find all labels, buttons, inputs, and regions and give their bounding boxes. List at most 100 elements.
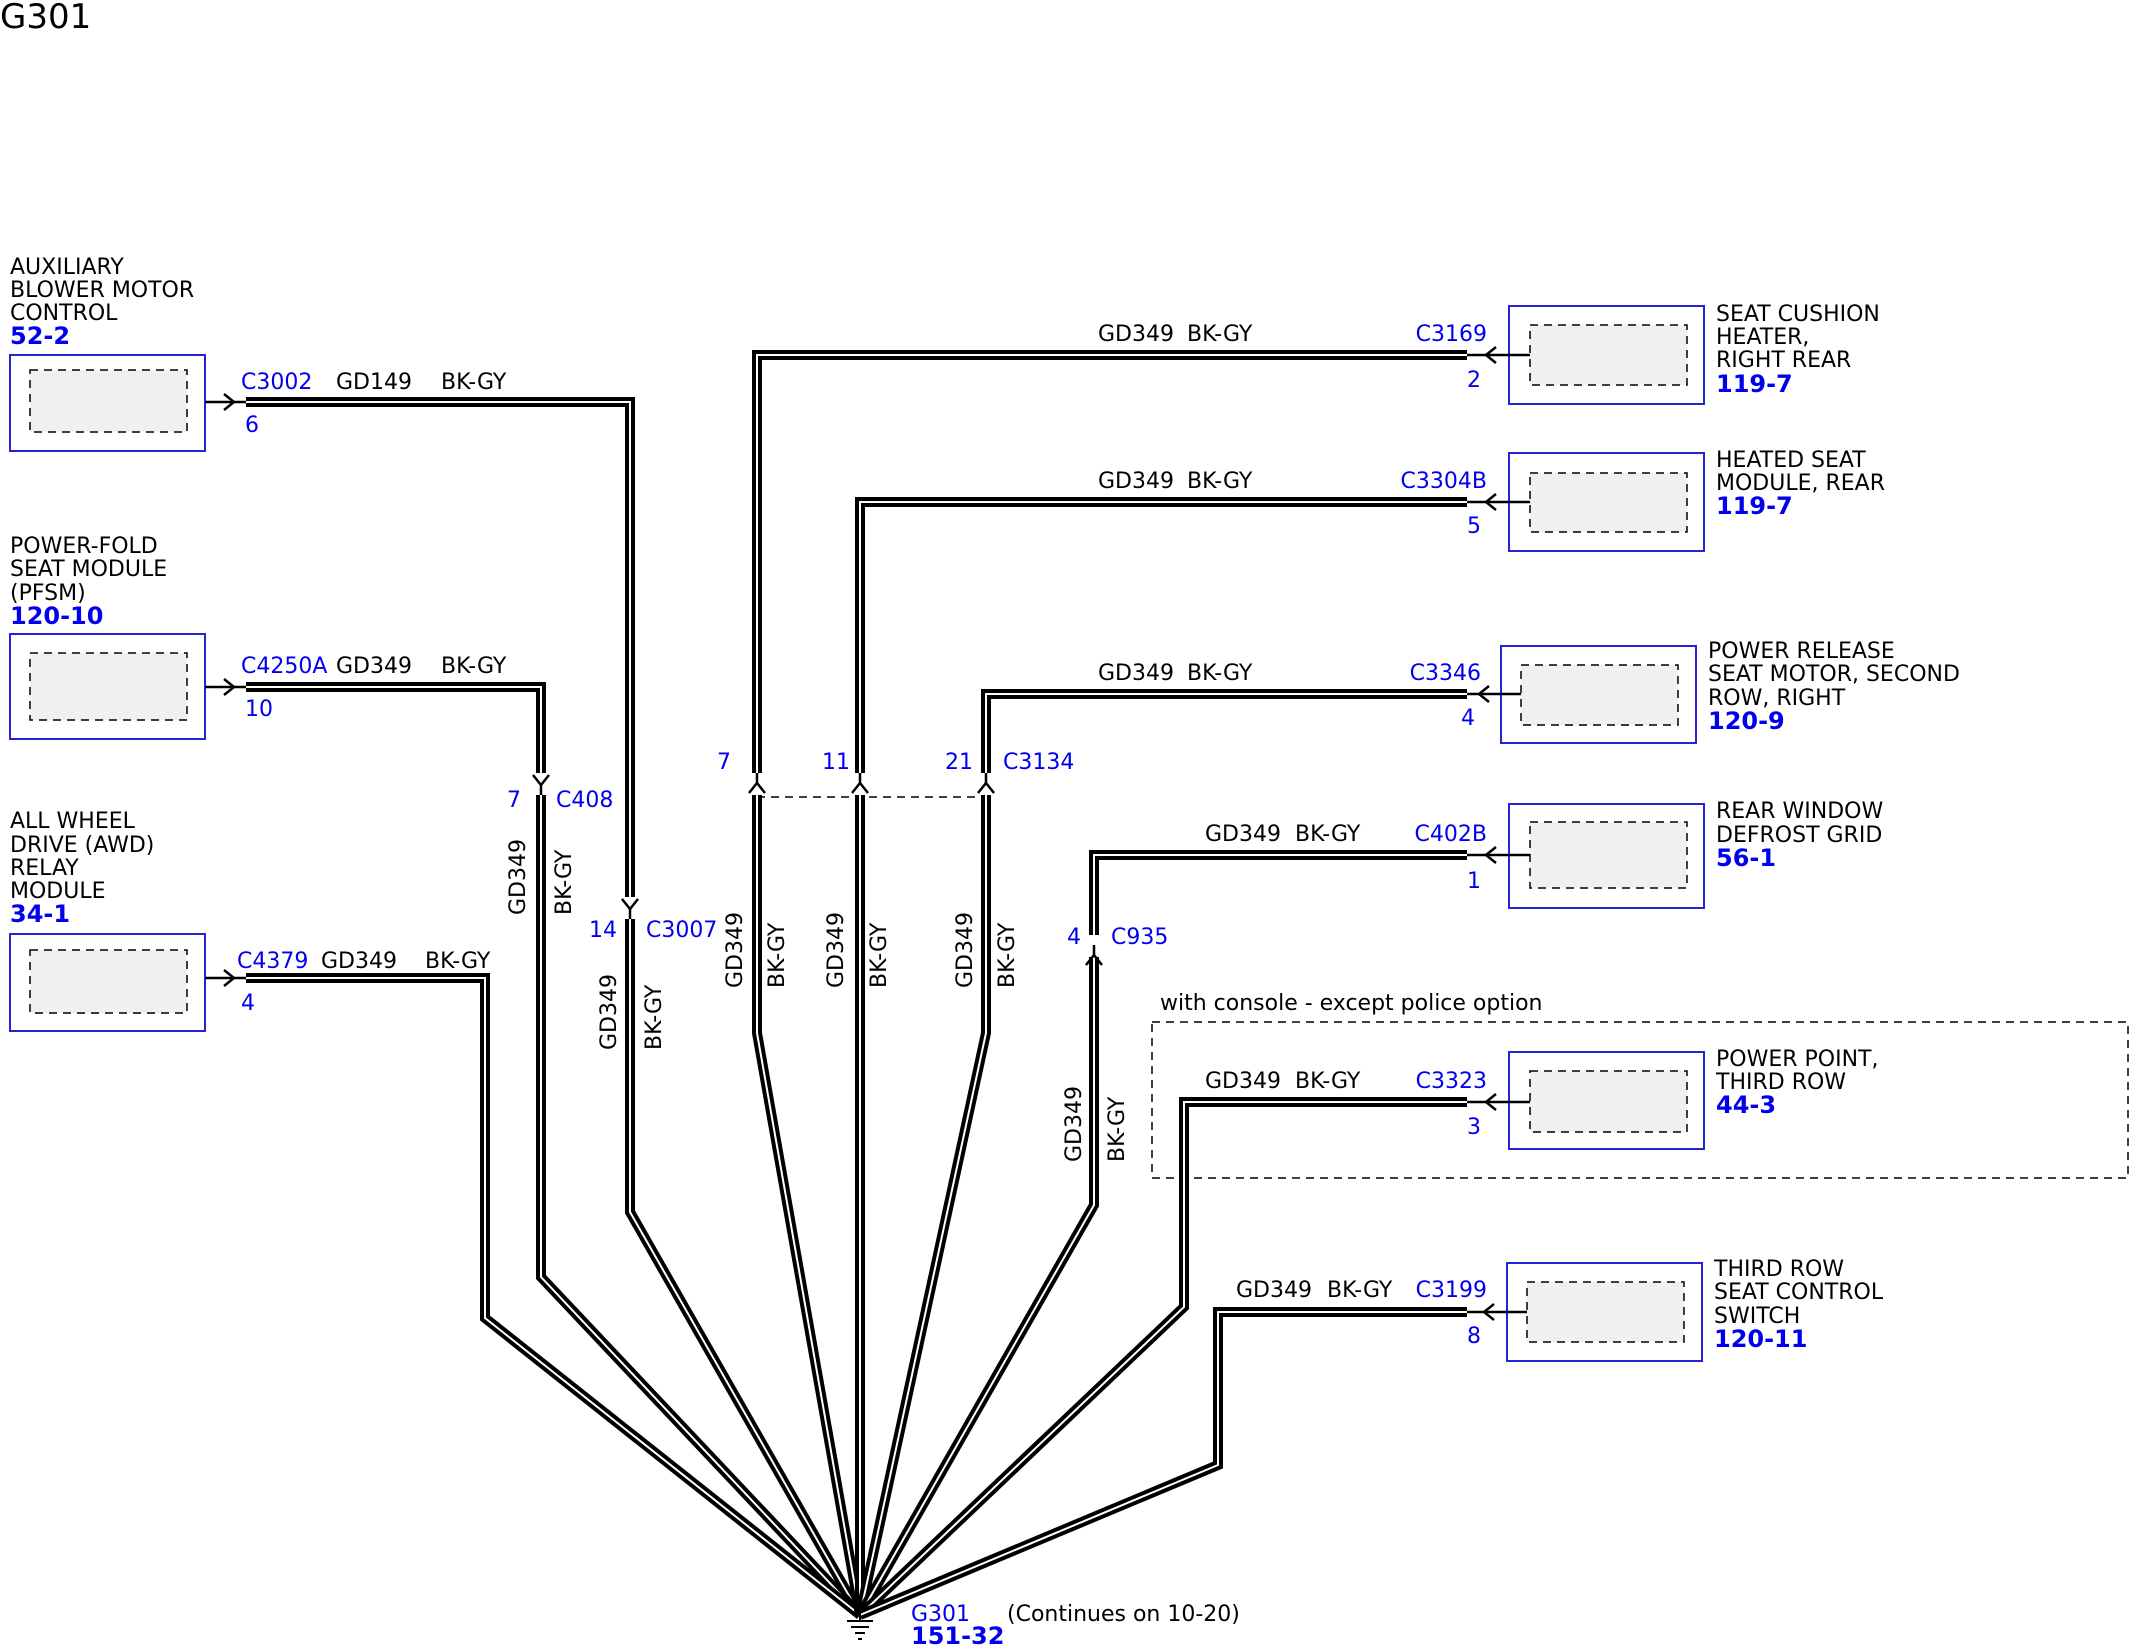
module-pin-arrows	[205, 346, 1530, 1321]
module-ref-link[interactable]: 34-1	[10, 900, 70, 928]
module-box-power-release	[1500, 645, 1697, 744]
pin-arrow-icon	[1467, 685, 1521, 703]
module-box-third-row-switch	[1506, 1262, 1703, 1362]
module-name-line: DEFROST GRID	[1716, 823, 1882, 848]
pin-arrow-icon	[1467, 846, 1530, 864]
wires	[246, 350, 1467, 1620]
ground-ref-link[interactable]: 151-32	[911, 1622, 1004, 1645]
wire-circuit: GD349	[1205, 822, 1281, 847]
wire-seat-cushion	[752, 350, 1467, 1616]
c408-symbol-icon	[532, 774, 550, 795]
module-name-line: THIRD ROW	[1713, 1257, 1844, 1282]
inline-pin-number: 4	[1067, 925, 1081, 950]
wire-heated-seat	[855, 497, 1467, 1615]
ground-name: G301	[911, 1602, 970, 1627]
module-ref-link[interactable]: 56-1	[1716, 844, 1776, 872]
wire-color: BK-GY	[552, 849, 577, 915]
connector-label: C3199	[1416, 1278, 1487, 1303]
pin-arrow-icon	[1467, 346, 1530, 364]
module-ref-link[interactable]: 119-7	[1716, 492, 1793, 520]
wire-circuit: GD349	[1236, 1278, 1312, 1303]
inline-connector-label: C3134	[1003, 750, 1074, 775]
wire-color: BK-GY	[995, 922, 1020, 988]
wire-power-point	[856, 1097, 1467, 1619]
inline-connector-symbols	[532, 773, 1103, 966]
module-name-line: REAR WINDOW	[1716, 799, 1883, 824]
wire-color: BK-GY	[441, 654, 507, 679]
connector-label: C4379	[237, 949, 308, 974]
connector-label: C3346	[1410, 661, 1481, 686]
connector-label: C3002	[241, 370, 312, 395]
wire-pfsm	[246, 682, 864, 1619]
module-ref-link[interactable]: 119-7	[1716, 370, 1793, 398]
connector-label: C402B	[1415, 822, 1487, 847]
wire-color: BK-GY	[425, 949, 491, 974]
wire-color: BK-GY	[1187, 469, 1253, 494]
wire-color: BK-GY	[441, 370, 507, 395]
module-name-line: MODULE	[10, 879, 106, 904]
module-third-row-switch: THIRD ROW SEAT CONTROL SWITCH 120-11 C31…	[1236, 1257, 1884, 1353]
option-region	[1151, 1021, 2129, 1179]
module-name-line: THIRD ROW	[1715, 1070, 1846, 1095]
pin-number: 4	[1461, 706, 1475, 731]
pin-arrow-icon	[205, 393, 246, 411]
module-ref-link[interactable]: 120-10	[10, 602, 103, 630]
inline-pin-number: 7	[717, 750, 731, 775]
module-name-line: SEAT MOTOR, SECOND	[1708, 662, 1960, 687]
pin-number: 6	[245, 413, 259, 438]
module-name-line: POWER-FOLD	[10, 534, 158, 559]
wire-rear-defrost	[855, 850, 1467, 1618]
module-name-line: CONTROL	[10, 301, 118, 326]
module-ref-link[interactable]: 52-2	[10, 322, 70, 350]
pin-number: 10	[245, 697, 273, 722]
wire-color: BK-GY	[642, 984, 667, 1050]
module-box-seat-cushion	[1508, 305, 1705, 405]
module-name-line: POWER POINT,	[1716, 1047, 1878, 1072]
inline-pin-number: 11	[822, 750, 850, 775]
module-box-rear-defrost	[1508, 803, 1705, 909]
wire-circuit: GD349	[824, 912, 849, 988]
vertical-wire-labels: GD349 BK-GY GD349 BK-GY GD349 BK-GY GD34…	[506, 839, 1130, 1162]
module-box-heated-seat	[1508, 452, 1705, 552]
module-box-aux-blower	[9, 354, 206, 452]
module-name-line: BLOWER MOTOR	[10, 278, 194, 303]
connector-label: C3304B	[1401, 469, 1487, 494]
module-name-line: SEAT CUSHION	[1716, 302, 1880, 327]
wire-color: BK-GY	[1187, 661, 1253, 686]
module-ref-link[interactable]: 120-9	[1708, 707, 1785, 735]
c3134-pin21-symbol-icon	[977, 773, 995, 794]
wire-circuit: GD349	[1205, 1069, 1281, 1094]
module-heated-seat: HEATED SEAT MODULE, REAR 119-7 C3304B 5 …	[1098, 448, 1885, 539]
pin-number: 1	[1467, 869, 1481, 894]
wire-circuit: GD149	[336, 370, 412, 395]
wire-color: BK-GY	[1295, 822, 1361, 847]
pin-number: 4	[241, 991, 255, 1016]
connector-label: C4250A	[241, 654, 327, 679]
inline-connector-label: C408	[556, 788, 613, 813]
module-name-line: RIGHT REAR	[1716, 348, 1851, 373]
module-name-line: (PFSM)	[10, 581, 86, 606]
pin-arrow-icon	[205, 678, 246, 696]
pin-number: 3	[1467, 1115, 1481, 1140]
module-boxes	[9, 305, 1705, 1362]
c3134-pin11-symbol-icon	[851, 773, 869, 794]
module-name-line: SEAT MODULE	[10, 557, 167, 582]
wire-color: BK-GY	[1327, 1278, 1393, 1303]
pin-arrow-icon	[1467, 1303, 1527, 1321]
module-ref-link[interactable]: 120-11	[1714, 1325, 1807, 1353]
module-box-awd	[9, 933, 206, 1032]
wire-circuit: GD349	[723, 912, 748, 988]
c3007-symbol-icon	[621, 898, 639, 919]
pin-arrow-icon	[205, 969, 246, 987]
module-ref-link[interactable]: 44-3	[1716, 1091, 1776, 1119]
wire-circuit: GD349	[336, 654, 412, 679]
inline-pin-number: 21	[945, 750, 973, 775]
module-name-line: HEATED SEAT	[1716, 448, 1866, 473]
pin-number: 8	[1467, 1324, 1481, 1349]
inline-connector-labels: 7 C408 14 C3007 7 11 21 C3134 4 C935	[507, 750, 1168, 950]
page-title: G301	[0, 0, 91, 37]
wire-color: BK-GY	[1295, 1069, 1361, 1094]
wire-circuit: GD349	[953, 912, 978, 988]
connector-label: C3323	[1416, 1069, 1487, 1094]
